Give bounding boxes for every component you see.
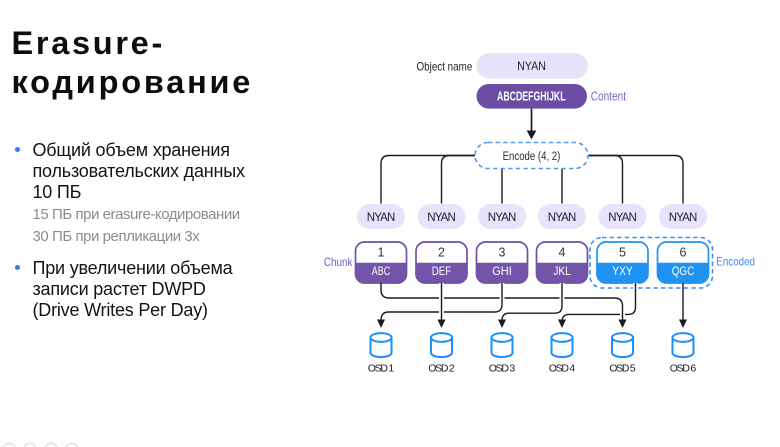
svg-text:OSD 3: OSD 3 <box>489 363 516 375</box>
svg-text:3: 3 <box>499 246 506 260</box>
svg-text:NYAN: NYAN <box>548 212 577 224</box>
svg-text:OSD 5: OSD 5 <box>609 363 636 375</box>
svg-text:OSD 4: OSD 4 <box>549 363 576 375</box>
svg-text:NYAN: NYAN <box>669 212 698 224</box>
svg-text:OSD 2: OSD 2 <box>428 363 455 375</box>
svg-text:2: 2 <box>438 246 445 260</box>
svg-text:NYAN: NYAN <box>517 59 546 73</box>
svg-text:NYAN: NYAN <box>427 212 456 224</box>
svg-text:Chunk: Chunk <box>324 255 353 269</box>
svg-text:ABC: ABC <box>372 264 391 278</box>
svg-text:Object name: Object name <box>417 59 473 73</box>
svg-text:NYAN: NYAN <box>488 212 517 224</box>
svg-text:NYAN: NYAN <box>367 212 396 224</box>
svg-text:1: 1 <box>378 246 385 260</box>
svg-text:OSD 1: OSD 1 <box>368 363 395 375</box>
svg-text:QGC: QGC <box>672 264 695 278</box>
svg-text:OSD 6: OSD 6 <box>670 363 697 375</box>
svg-text:JKL: JKL <box>553 264 571 278</box>
svg-text:DEF: DEF <box>432 264 452 278</box>
svg-text:NYAN: NYAN <box>608 212 637 224</box>
svg-text:Content: Content <box>591 90 627 104</box>
svg-text:5: 5 <box>619 246 626 260</box>
svg-text:GHI: GHI <box>492 264 512 278</box>
svg-text:4: 4 <box>559 246 566 260</box>
svg-text:Encoded: Encoded <box>716 255 755 269</box>
svg-text:ABCDEFGHIJKL: ABCDEFGHIJKL <box>497 89 566 103</box>
svg-text:YXY: YXY <box>612 264 633 278</box>
svg-text:6: 6 <box>680 246 687 260</box>
svg-text:Encode (4, 2): Encode (4, 2) <box>503 151 561 163</box>
